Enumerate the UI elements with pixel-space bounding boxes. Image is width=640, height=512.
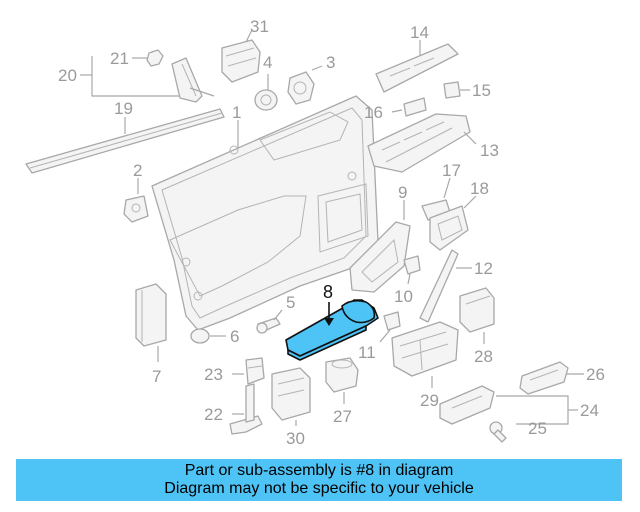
callout-labels: 1 2 3 4 5 6 7 8 9 10 11 12 13 14 15 16 1… (58, 17, 605, 448)
callout-29: 29 (420, 391, 439, 410)
callout-3: 3 (326, 53, 335, 72)
info-banner: Part or sub-assembly is #8 in diagram Di… (16, 459, 622, 501)
callout-18: 18 (470, 179, 489, 198)
parts-diagram: 1 2 3 4 5 6 7 8 9 10 11 12 13 14 15 16 1… (25, 17, 605, 448)
part-30-switch (271, 367, 311, 426)
part-info-text: Part or sub-assembly is #8 in diagram (184, 462, 454, 479)
part-13-master-switch (367, 113, 477, 173)
part-12-strip (419, 249, 472, 323)
callout-30: 30 (286, 429, 305, 448)
callout-22: 22 (204, 405, 223, 424)
part-25-screw (489, 421, 507, 443)
callout-5: 5 (286, 293, 295, 312)
part-5-screw (256, 309, 283, 334)
callout-24: 24 (580, 401, 599, 420)
callout-6: 6 (230, 327, 239, 346)
callout-1: 1 (232, 103, 241, 122)
callout-10: 10 (394, 287, 413, 306)
part-14-switch-trim (375, 40, 459, 93)
part-7-module (135, 283, 167, 362)
part-3-tweeter (287, 65, 323, 105)
part-15-cap (443, 81, 470, 99)
part-18-bezel (429, 195, 477, 251)
callout-25: 25 (528, 419, 547, 438)
part-27-knob (325, 357, 359, 404)
callout-14: 14 (410, 23, 429, 42)
callout-26: 26 (586, 365, 605, 384)
part-26-handle (519, 361, 584, 395)
part-2-clip (123, 178, 149, 223)
part-6-pin (190, 328, 226, 344)
callout-7: 7 (152, 367, 161, 386)
callout-15: 15 (472, 81, 491, 100)
part-22-bracket (229, 383, 263, 435)
disclaimer-text: Diagram may not be specific to your vehi… (164, 480, 474, 497)
part-20-21-bracket (80, 49, 215, 103)
part-28-switch (459, 287, 495, 344)
part-4-speaker (254, 74, 278, 111)
part-19-molding (25, 108, 225, 174)
callout-23: 23 (204, 365, 223, 384)
callout-21: 21 (110, 49, 129, 68)
part-29-switch-panel (391, 321, 459, 388)
part-11-clip (379, 311, 401, 343)
callout-4: 4 (263, 53, 272, 72)
callout-9: 9 (398, 183, 407, 202)
part-9-handle-trim (349, 200, 411, 293)
part-23-clip (232, 357, 265, 385)
callout-16: 16 (364, 103, 383, 122)
callout-28: 28 (474, 347, 493, 366)
callout-2: 2 (133, 161, 142, 180)
part-1-door-panel (151, 95, 379, 331)
callout-11: 11 (358, 343, 376, 362)
part-8-highlighted[interactable] (285, 299, 379, 361)
callout-17: 17 (442, 161, 461, 180)
part-16-cap (391, 97, 427, 117)
callout-12: 12 (474, 259, 493, 278)
part-31-switch (221, 29, 261, 83)
callout-31: 31 (250, 17, 269, 36)
callout-27: 27 (333, 407, 352, 426)
callout-13: 13 (480, 141, 499, 160)
callout-19: 19 (114, 99, 133, 118)
part-10-clip (403, 255, 421, 285)
callout-20: 20 (58, 66, 77, 85)
callout-8: 8 (323, 282, 333, 302)
part-24-handle (439, 385, 578, 425)
